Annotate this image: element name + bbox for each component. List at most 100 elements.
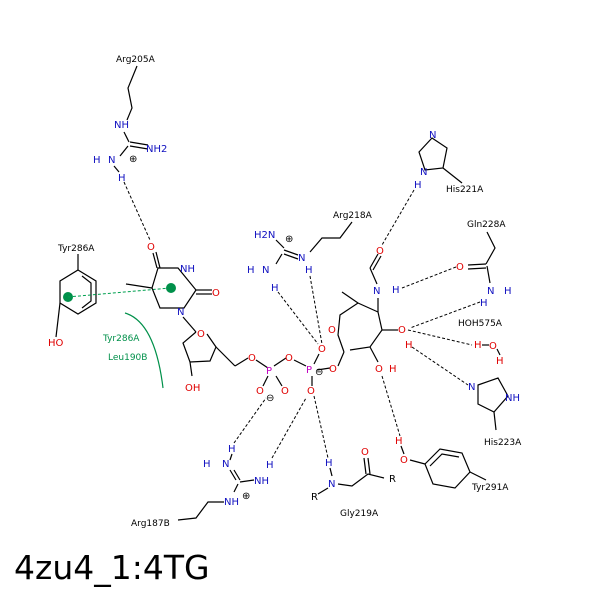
tyr286a-oh: HO xyxy=(48,338,64,349)
bond xyxy=(369,253,379,269)
his221a-n1: N xyxy=(429,130,436,141)
residue-his221a: N N H His221A xyxy=(414,130,484,195)
bond xyxy=(152,252,158,269)
his221a-ring xyxy=(418,137,448,171)
bond xyxy=(233,469,241,481)
bond xyxy=(215,346,236,367)
residue-gln228a: Gln228A O N H H xyxy=(456,220,512,309)
bond xyxy=(273,357,287,367)
hbond-gly219a xyxy=(313,395,329,459)
base-o2: O xyxy=(212,288,220,299)
bond xyxy=(229,453,233,461)
hydrophobic-label-leu190b: Leu190B xyxy=(108,353,147,363)
ring-inner xyxy=(81,275,92,309)
bond xyxy=(400,445,405,455)
gly219a-n: N xyxy=(328,479,335,490)
hexose-ring xyxy=(337,302,383,353)
ring-inner xyxy=(429,453,460,467)
arg205a-n: N xyxy=(108,155,115,166)
bond xyxy=(317,487,329,495)
phos-p1: P xyxy=(266,366,272,377)
residue-label-tyr286a: Tyr286A xyxy=(57,244,95,254)
bond xyxy=(283,249,299,256)
arg218a-n2: N xyxy=(262,265,269,276)
gly219a-backbone xyxy=(337,473,385,487)
residue-arg218a: Arg218A H2N ⊕ N H N H H xyxy=(247,211,373,294)
phos-p2: P xyxy=(306,365,312,376)
bond xyxy=(409,459,426,465)
hbond-his223a xyxy=(411,346,469,386)
arg218a-charge: ⊕ xyxy=(285,234,293,245)
tyr291a-h: H xyxy=(395,436,403,447)
hexose-amide-h: H xyxy=(392,285,400,296)
his223a-nh: NH xyxy=(505,393,520,404)
arg187b-h3: H xyxy=(266,460,274,471)
sugar-ring xyxy=(182,331,217,363)
residue-label-gln228a: Gln228A xyxy=(467,220,506,230)
bond xyxy=(369,346,379,363)
bond xyxy=(369,267,378,285)
hbond-arg187b-2 xyxy=(271,397,307,459)
bond xyxy=(313,353,320,365)
bond xyxy=(316,367,331,371)
bond xyxy=(496,348,501,356)
bond xyxy=(129,141,149,146)
bond xyxy=(493,411,497,431)
base-ring-centroid xyxy=(166,283,176,293)
hexose-formyl-o: O xyxy=(376,246,384,257)
hexose-o3-h: H xyxy=(405,340,413,351)
bond xyxy=(293,359,307,367)
bond xyxy=(275,239,285,249)
bond xyxy=(113,165,120,173)
arg187b-h2: H xyxy=(203,459,211,470)
bond xyxy=(155,251,161,269)
bond xyxy=(233,483,239,493)
arg218a-h2n: H2N xyxy=(254,230,275,241)
residue-hoh575a: HOH575A H O H xyxy=(458,319,504,367)
hoh575a-h: H xyxy=(474,340,482,351)
arg205a-sidechain xyxy=(126,65,138,121)
hbond-arg218a-1 xyxy=(277,291,319,345)
gln228a-sidechain xyxy=(485,231,496,265)
arg187b-nh: NH xyxy=(254,476,269,487)
bond xyxy=(283,253,299,260)
arg205a-h: H xyxy=(93,155,101,166)
arg218a-sidechain xyxy=(309,221,353,253)
hoh575a-h2: H xyxy=(496,356,504,367)
bond xyxy=(55,302,61,338)
arg187b-sidechain xyxy=(177,501,224,521)
gln228a-h: H xyxy=(504,286,512,297)
his221a-n2: N xyxy=(420,167,427,178)
bond xyxy=(255,359,269,369)
bond xyxy=(182,316,197,333)
bond xyxy=(442,167,463,184)
bond xyxy=(372,255,382,271)
arg187b-charge: ⊕ xyxy=(242,491,250,502)
residue-label-his221a: His221A xyxy=(446,185,484,195)
hexose-o4-h: H xyxy=(389,364,397,375)
gly219a-h: H xyxy=(325,458,333,469)
residue-his223a: N NH His223A xyxy=(468,377,522,448)
residue-label-hoh575a: HOH575A xyxy=(458,319,503,329)
residue-label-tyr291a: Tyr291A xyxy=(471,483,509,493)
gln228a-h2: H xyxy=(480,298,488,309)
bond xyxy=(486,265,491,284)
bond xyxy=(367,457,371,475)
bond xyxy=(363,457,367,475)
bond xyxy=(275,375,283,387)
hbond-hoh575a xyxy=(407,329,473,346)
residue-label-arg205a: Arg205A xyxy=(116,55,156,65)
arg205a-charge: ⊕ xyxy=(129,154,137,165)
sugar-oh: OH xyxy=(185,383,200,394)
gly219a-r1: R xyxy=(311,492,318,503)
hoh575a-o: O xyxy=(489,341,497,352)
gly219a-r2: R xyxy=(389,474,396,485)
residue-label-arg187b: Arg187B xyxy=(131,519,170,529)
gln228a-o: O xyxy=(456,262,464,273)
tyr291a-o: O xyxy=(400,455,408,466)
phos-p2-o-top: O xyxy=(318,344,326,355)
bond xyxy=(275,253,283,265)
arg218a-h3: H xyxy=(271,283,279,294)
page-title: 4zu4_1:4TG xyxy=(14,548,210,587)
